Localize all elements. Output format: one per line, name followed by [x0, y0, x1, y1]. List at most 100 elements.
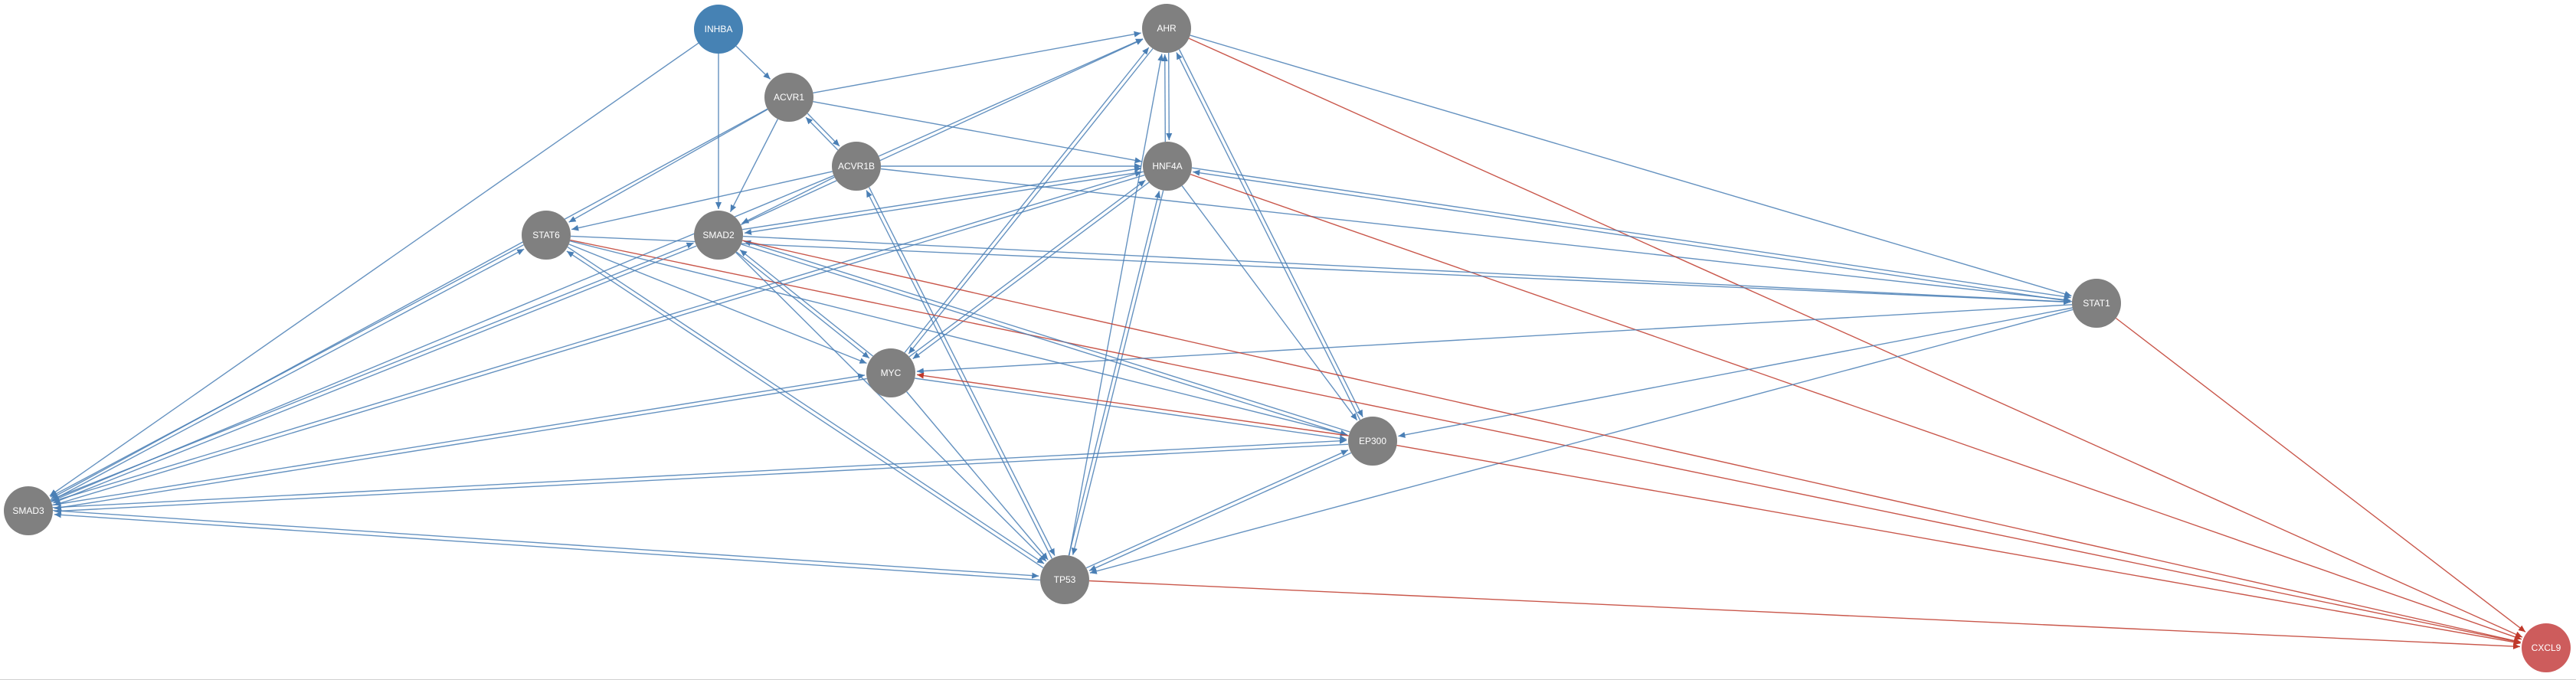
node-circle[interactable]	[764, 73, 813, 122]
edge-myc-to-smad3	[54, 378, 867, 511]
node-circle[interactable]	[1040, 555, 1089, 604]
node-label: CXCL9	[2532, 642, 2561, 653]
edge-acvr1-to-smad2	[729, 119, 779, 213]
edge-acvr1b-to-stat6	[571, 171, 833, 231]
edge-acvr1b-to-stat1	[880, 168, 2071, 303]
edge-acvr1-to-smad3	[51, 108, 768, 499]
edge-smad3-to-stat6	[51, 248, 525, 502]
node-ep300[interactable]: EP300	[1348, 417, 1397, 466]
edge-tp53-to-ahr	[1069, 54, 1164, 556]
edge-ep300-to-ahr	[1176, 52, 1361, 420]
node-circle[interactable]	[522, 211, 571, 260]
edge-tp53-to-stat6	[566, 250, 1044, 568]
node-acvr1b[interactable]: ACVR1B	[832, 142, 881, 191]
edge-smad2-to-smad3	[53, 245, 697, 504]
edge-acvr1b-to-ahr	[878, 38, 1144, 157]
node-stat6[interactable]: STAT6	[522, 211, 571, 260]
node-myc[interactable]: MYC	[866, 348, 915, 397]
node-cxcl9[interactable]: CXCL9	[2522, 623, 2571, 672]
edge-stat6-to-cxcl9	[570, 239, 2521, 645]
edge-stat6-to-smad3	[50, 244, 524, 498]
edge-tp53-to-cxcl9	[1088, 580, 2521, 649]
edge-stat1-to-hnf4a	[1193, 169, 2073, 302]
edge-smad3-to-myc	[52, 373, 866, 506]
edge-ep300-to-myc	[916, 372, 1349, 436]
node-circle[interactable]	[866, 348, 915, 397]
edge-stat1-to-myc	[916, 304, 2073, 374]
edge-tp53-to-acvr1b	[866, 190, 1053, 559]
node-label: INHBA	[705, 24, 733, 34]
edge-stat6-to-myc	[568, 244, 867, 365]
node-label: SMAD2	[702, 230, 735, 240]
node-label: AHR	[1157, 23, 1177, 34]
edge-ahr-to-myc	[908, 48, 1154, 355]
node-hnf4a[interactable]: HNF4A	[1143, 142, 1192, 191]
edge-smad3-to-tp53	[53, 509, 1039, 579]
edge-hnf4a-to-cxcl9	[1190, 173, 2522, 640]
node-label: SMAD3	[12, 505, 44, 516]
node-label: STAT6	[532, 230, 560, 240]
node-circle[interactable]	[1143, 142, 1192, 191]
edge-stat1-to-ep300	[1398, 307, 2073, 438]
node-circle[interactable]	[4, 486, 53, 535]
edge-stat6-to-stat1	[570, 235, 2071, 306]
node-acvr1[interactable]: ACVR1	[764, 73, 813, 122]
edge-ep300-to-tp53	[1088, 452, 1352, 571]
node-label: STAT1	[2083, 298, 2110, 309]
node-circle[interactable]	[1348, 417, 1397, 466]
node-label: ACVR1	[774, 92, 804, 103]
edge-myc-to-ep300	[915, 378, 1347, 442]
edge-acvr1-to-hnf4a	[813, 101, 1142, 164]
edge-smad2-to-hnf4a	[742, 166, 1142, 230]
node-smad3[interactable]: SMAD3	[4, 486, 53, 535]
node-circle[interactable]	[694, 5, 743, 54]
edge-ahr-to-hnf4a	[1166, 52, 1173, 141]
node-smad2[interactable]: SMAD2	[694, 211, 743, 260]
edge-ahr-to-stat1	[1190, 34, 2072, 297]
edges-layer	[49, 31, 2526, 649]
edge-ahr-to-cxcl9	[1188, 38, 2523, 638]
node-inhba[interactable]: INHBA	[694, 5, 743, 54]
node-circle[interactable]	[2522, 623, 2571, 672]
edge-stat6-to-tp53	[567, 247, 1045, 564]
node-tp53[interactable]: TP53	[1040, 555, 1089, 604]
node-label: EP300	[1359, 436, 1386, 446]
node-stat1[interactable]: STAT1	[2072, 279, 2121, 328]
edge-acvr1b-to-smad2	[741, 176, 835, 224]
edge-stat1-to-tp53	[1089, 309, 2074, 574]
node-circle[interactable]	[694, 211, 743, 260]
edge-smad2-to-tp53	[735, 252, 1047, 562]
edge-acvr1-to-acvr1b	[807, 113, 840, 147]
edge-hnf4a-to-tp53	[1071, 190, 1164, 555]
node-circle[interactable]	[832, 142, 881, 191]
edge-ep300-to-smad2	[743, 240, 1350, 433]
edge-ep300-to-smad3	[54, 443, 1349, 515]
node-label: MYC	[881, 368, 902, 378]
edge-smad2-to-ahr	[740, 38, 1144, 226]
edge-hnf4a-to-ep300	[1181, 185, 1358, 421]
edge-hnf4a-to-myc	[912, 181, 1150, 360]
edge-stat6-to-ep300	[569, 240, 1348, 436]
edge-acvr1-to-ahr	[813, 31, 1141, 93]
edge-smad2-to-ep300	[741, 244, 1348, 436]
edge-tp53-to-smad3	[54, 512, 1040, 581]
node-label: HNF4A	[1152, 161, 1182, 172]
node-ahr[interactable]: AHR	[1142, 4, 1191, 53]
edge-smad2-to-cxcl9	[742, 240, 2521, 644]
edge-ep300-to-cxcl9	[1396, 444, 2521, 646]
edge-acvr1-to-stat6	[568, 109, 768, 223]
edge-smad3-to-smad2	[50, 242, 694, 501]
edge-tp53-to-ep300	[1085, 450, 1349, 569]
node-circle[interactable]	[1142, 4, 1191, 53]
edge-inhba-to-smad3	[49, 42, 699, 497]
edge-hnf4a-to-stat1	[1191, 167, 2071, 300]
node-label: TP53	[1054, 574, 1076, 585]
edge-myc-to-tp53	[906, 391, 1049, 561]
edge-smad3-to-ep300	[52, 437, 1347, 508]
edge-smad2-to-stat1	[742, 235, 2071, 305]
node-circle[interactable]	[2072, 279, 2121, 328]
edge-tp53-to-hnf4a	[1068, 191, 1161, 556]
